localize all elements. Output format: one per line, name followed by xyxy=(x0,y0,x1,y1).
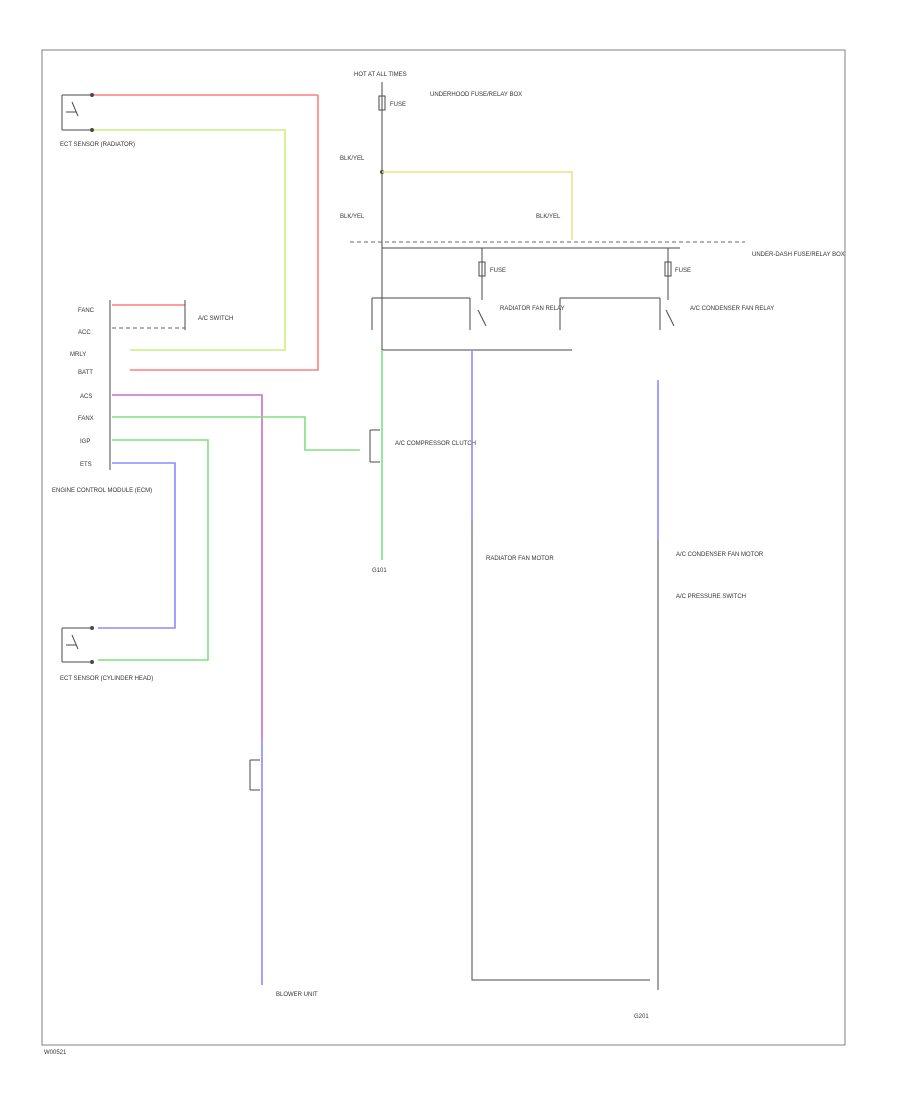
wire-label-b: BLK/YEL xyxy=(340,214,365,220)
wire-label-a: BLK/YEL xyxy=(340,156,365,162)
wire-yelgrn-sensor xyxy=(94,129,286,351)
underhood-box-label: UNDERHOOD FUSE/RELAY BOX xyxy=(430,92,522,98)
ecm-pin-igp: IGP xyxy=(80,439,90,445)
ect-sensor-top xyxy=(61,93,94,132)
radiator-fan-label: RADIATOR FAN MOTOR xyxy=(486,556,554,562)
hot-label: HOT AT ALL TIMES xyxy=(354,72,407,78)
diagram-frame xyxy=(41,49,846,1046)
fuse-a-label: FUSE xyxy=(390,102,406,108)
relay-1-coil xyxy=(371,298,487,330)
wire-yellow-top xyxy=(382,171,573,240)
blower-symbol xyxy=(249,759,260,791)
ect-sensor-bottom xyxy=(61,626,94,664)
fuse-a-icon xyxy=(378,95,386,111)
wire-red-vertical xyxy=(130,95,319,371)
ecm-pin-acs: ACS xyxy=(80,394,92,400)
wire-blk-radiator xyxy=(471,520,650,981)
footer-code: W00521 xyxy=(44,1050,67,1056)
fuse-c-icon xyxy=(664,261,672,277)
wire-label-c: BLK/YEL xyxy=(536,214,561,220)
wire-green-fanx xyxy=(112,416,360,451)
clutch-label: A/C COMPRESSOR CLUTCH xyxy=(395,441,476,447)
fuse-c-label: FUSE xyxy=(675,268,691,274)
ect-sensor-bottom-label: ECT SENSOR (CYLINDER HEAD) xyxy=(60,676,153,682)
relay-2-coil xyxy=(559,298,675,330)
fuse-b-icon xyxy=(478,261,486,277)
ground-right-label: G201 xyxy=(634,1014,649,1020)
wire-green-igp xyxy=(98,439,209,661)
ecm-label: ENGINE CONTROL MODULE (ECM) xyxy=(52,488,152,494)
blower-unit-label: BLOWER UNIT xyxy=(276,992,318,998)
ac-switch-label: A/C SWITCH xyxy=(198,316,233,322)
wire-violet xyxy=(112,394,263,740)
relay-1-label: RADIATOR FAN RELAY xyxy=(500,306,565,312)
fuse-b-label: FUSE xyxy=(490,268,506,274)
condenser-fan-label: A/C CONDENSER FAN MOTOR xyxy=(676,552,764,558)
pressure-switch-label: A/C PRESSURE SWITCH xyxy=(676,594,746,600)
relay-2-label: A/C CONDENSER FAN RELAY xyxy=(690,306,774,312)
ecm-pin-fanc: FANC xyxy=(78,308,95,314)
under-dash-label: UNDER-DASH FUSE/RELAY BOX xyxy=(752,252,845,258)
wire-blue-ets xyxy=(98,462,176,629)
ground-label: G101 xyxy=(372,568,387,574)
clutch-symbol xyxy=(369,429,380,463)
ecm-pin-batt: BATT xyxy=(78,370,93,376)
ecm-pin-fanx: FANX xyxy=(78,416,94,422)
ecm-pin-acc: ACC xyxy=(78,330,91,336)
ecm-pin-ets: ETS xyxy=(80,462,92,468)
ect-sensor-top-label: ECT SENSOR (RADIATOR) xyxy=(60,142,135,148)
ecm-pin-mrly: MRLY xyxy=(70,352,86,358)
